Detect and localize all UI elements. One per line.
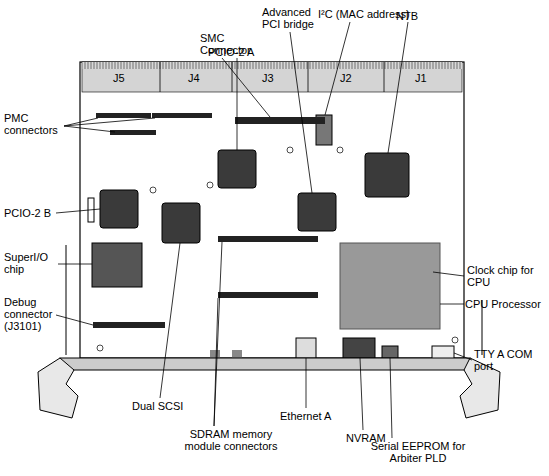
chip-label: CPU Processor xyxy=(465,298,545,310)
connector-label: J5 xyxy=(113,72,153,84)
chip-label: SuperI/O chip xyxy=(4,251,60,275)
chip-label: Clock chip for CPU xyxy=(467,264,537,288)
connector-label: J4 xyxy=(188,72,228,84)
connector-label: Debug connector (J3101) xyxy=(4,296,62,332)
chip-label: I²C (MAC address) xyxy=(318,8,438,20)
chip-label: Serial EEPROM for Arbiter PLD xyxy=(368,440,468,464)
connector-label: J2 xyxy=(340,72,380,84)
connector-label: SDRAM memory module connectors xyxy=(176,428,286,452)
connector-label: PMC connectors xyxy=(4,112,64,136)
connector-label: J1 xyxy=(415,72,455,84)
connector-label: J3 xyxy=(262,72,302,84)
chip-label: PCIO-2 B xyxy=(4,207,60,219)
chip-label: NTB xyxy=(396,10,436,22)
connector-label: SMC Connector xyxy=(200,32,256,56)
chip-label: Dual SCSI xyxy=(132,400,192,412)
chip-label: Advanced PCI bridge xyxy=(262,6,324,30)
port-label: TTY A COM port xyxy=(474,348,544,372)
port-label: Ethernet A xyxy=(280,410,350,422)
